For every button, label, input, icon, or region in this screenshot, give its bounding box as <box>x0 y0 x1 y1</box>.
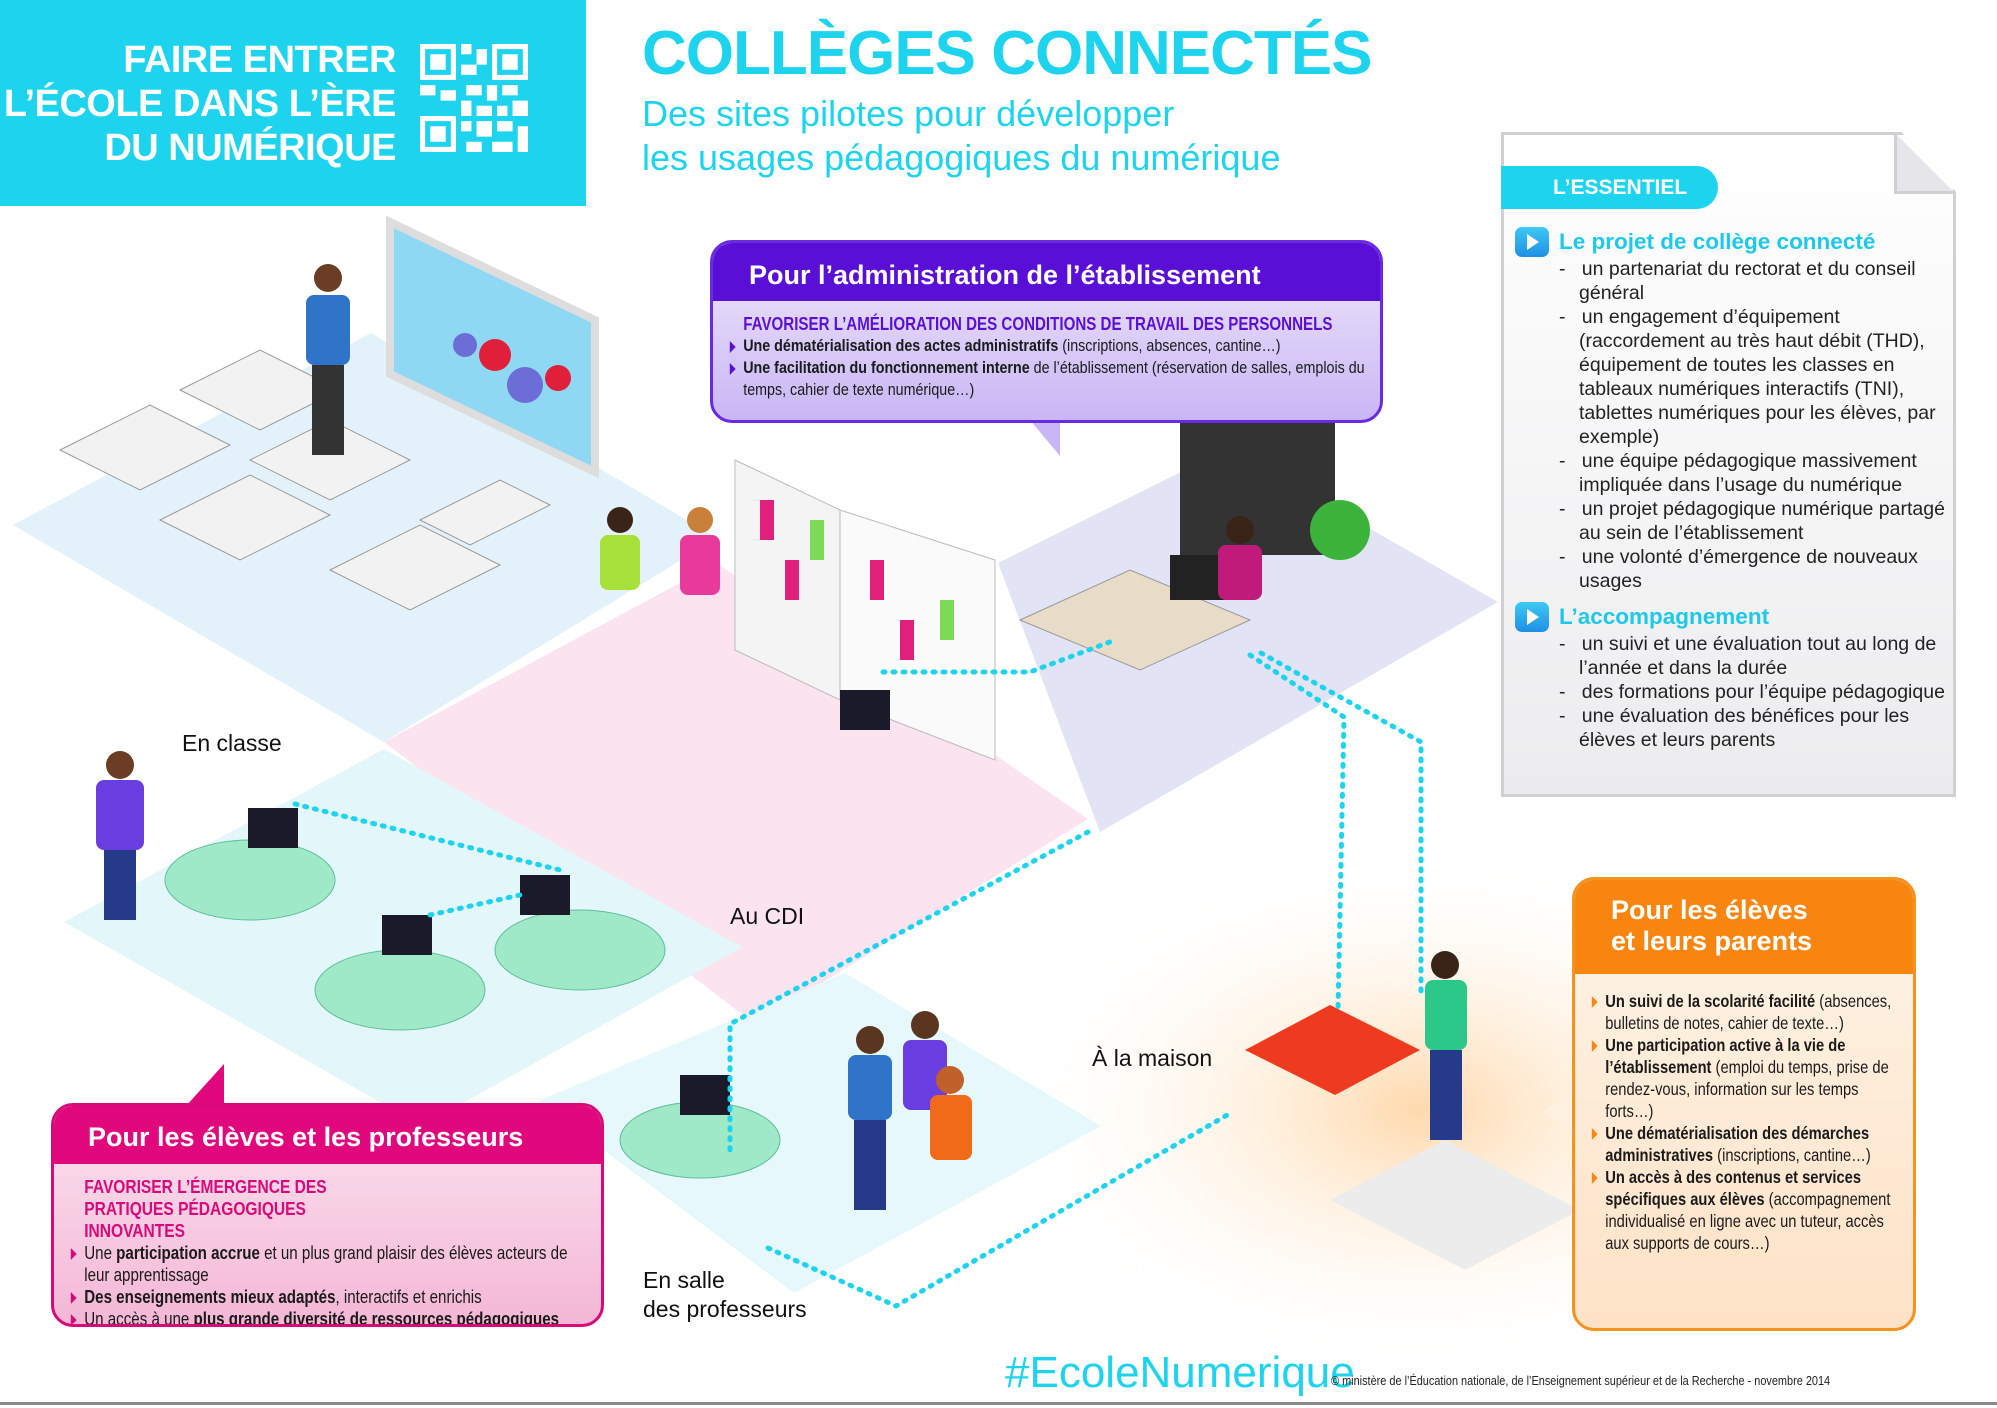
students-teachers-box: Pour les élèves et les professeurs FAVOR… <box>51 1103 604 1327</box>
students-teachers-title: Pour les élèves et les professeurs <box>54 1106 601 1164</box>
copyright: © ministère de l’Éducation nationale, de… <box>1331 1373 1831 1388</box>
place-label-teachers-room: En salle des professeurs <box>643 1267 807 1322</box>
list-item: Un accès à des contenus et services spéc… <box>1591 1166 1894 1254</box>
students-teachers-subtitle: FAVORISER L’ÉMERGENCE DES PRATIQUES PÉDA… <box>84 1176 327 1241</box>
list-item: Une participation active à la vie de l’é… <box>1591 1034 1894 1122</box>
list-item: Des enseignements mieux adaptés, interac… <box>70 1286 592 1308</box>
speech-tail <box>1030 420 1060 456</box>
list-item: une volonté d’émergence de nouveaux usag… <box>1515 545 1945 593</box>
essentiel-section-project: Le projet de collège connecté un partena… <box>1515 227 1945 593</box>
hashtag: #EcoleNumerique <box>1005 1348 1355 1397</box>
admin-box-title: Pour l’administration de l’établissement <box>713 243 1380 301</box>
list-item: Une dématérialisation des actes administ… <box>729 335 1368 357</box>
list-item: un projet pédagogique numérique partagé … <box>1515 497 1945 545</box>
classroom-desks <box>58 349 552 611</box>
list-item: un partenariat du rectorat et du conseil… <box>1515 257 1945 305</box>
computer-desks <box>164 839 781 1179</box>
speech-tail <box>1542 1090 1574 1134</box>
list-item: Une facilitation du fonctionnement inter… <box>729 357 1368 401</box>
admin-desk <box>1018 420 1370 671</box>
network-lines <box>292 637 1424 1309</box>
admin-info-box: Pour l’administration de l’établissement… <box>710 240 1383 423</box>
place-label-home: À la maison <box>1092 1045 1213 1071</box>
cdi-floor <box>384 563 1088 1024</box>
play-icon <box>1515 227 1549 257</box>
list-item: une évaluation des bénéfices pour les él… <box>1515 704 1945 752</box>
admin-floor <box>998 448 1498 832</box>
brand-title: FAIRE ENTRER L’ÉCOLE DANS L’ÈRE DU NUMÉR… <box>3 39 397 169</box>
section-title: L’accompagnement <box>1559 604 1770 629</box>
list-item: Un suivi de la scolarité facilité (absen… <box>1591 990 1894 1034</box>
brand-banner: FAIRE ENTRER L’ÉCOLE DANS L’ÈRE DU NUMÉR… <box>0 0 586 206</box>
list-item: une équipe pédagogique massivement impli… <box>1515 449 1945 497</box>
play-icon <box>1515 602 1549 632</box>
page-title: COLLÈGES CONNECTÉS <box>642 19 1373 88</box>
place-label-cdi: Au CDI <box>730 903 805 929</box>
teachers-room-floor <box>538 973 1101 1293</box>
divider <box>0 1402 1997 1405</box>
list-item: Une participation accrue et un plus gran… <box>70 1242 592 1286</box>
essentiel-section-support: L’accompagnement un suivi et une évaluat… <box>1515 602 1945 752</box>
home-desk <box>1245 1005 1580 1270</box>
admin-box-subtitle: FAVORISER L’AMÉLIORATION DES CONDITIONS … <box>743 314 1333 334</box>
list-item: des formations pour l’équipe pédagogique <box>1515 680 1945 704</box>
qr-code-icon[interactable] <box>420 44 528 152</box>
list-item: Une dématérialisation des démarches admi… <box>1591 1122 1894 1166</box>
essentiel-tab: L’ESSENTIEL <box>1501 166 1718 209</box>
speech-tail <box>186 1064 224 1106</box>
list-item: un engagement d’équipement (raccordement… <box>1515 305 1945 449</box>
people <box>96 264 1467 1210</box>
students-parents-box: Pour les élèves et leurs parents Un suiv… <box>1572 877 1916 1331</box>
molecule-icon <box>453 333 571 403</box>
place-label-classroom: En classe <box>182 730 282 756</box>
section-title: Le projet de collège connecté <box>1559 229 1876 254</box>
students-parents-title: Pour les élèves et leurs parents <box>1575 880 1913 974</box>
list-item: un suivi et une évaluation tout au long … <box>1515 632 1945 680</box>
page-subtitle: Des sites pilotes pour développer les us… <box>642 93 1281 178</box>
list-item: Un accès à une plus grande diversité de … <box>70 1308 592 1324</box>
monitors <box>248 690 890 1115</box>
